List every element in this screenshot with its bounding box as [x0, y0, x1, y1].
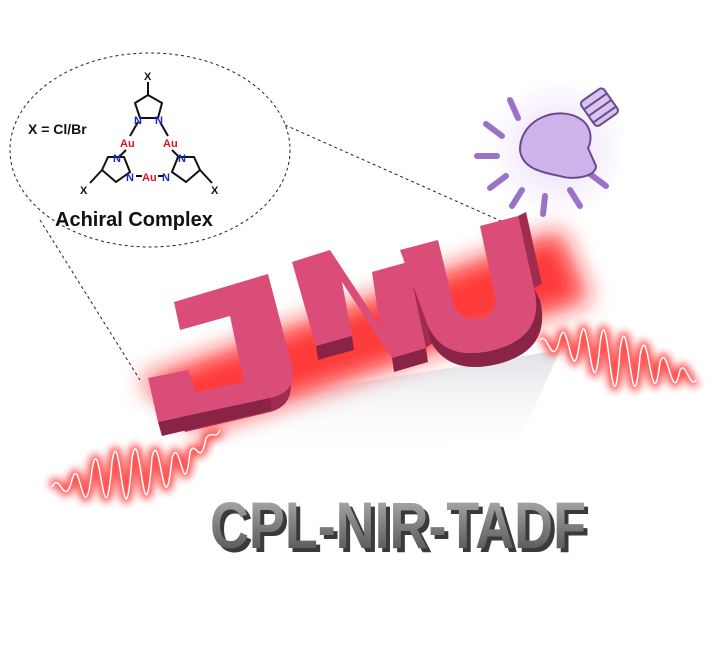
gold-bottom: Au — [142, 172, 157, 184]
bottom-title-group: CPL-NIR-TADF CPL-NIR-TADF — [210, 488, 590, 566]
nitrogen-top-left: N — [134, 115, 142, 127]
nitrogen-left-bottom: N — [126, 172, 134, 184]
gold-right: Au — [163, 138, 178, 150]
wave-right — [536, 324, 700, 391]
block-reflection — [190, 350, 560, 460]
formula-note: X = Cl/Br — [28, 121, 87, 137]
substituent-top: X — [144, 71, 152, 83]
atom-labels: X N N Au Au N N N Au N X X — [80, 71, 219, 197]
gold-left: Au — [120, 138, 135, 150]
substituent-right: X — [211, 185, 219, 197]
bottom-title: CPL-NIR-TADF — [210, 488, 586, 562]
jnu-logo — [148, 212, 543, 436]
nitrogen-right-bottom: N — [162, 172, 170, 184]
callout-lines — [39, 124, 511, 381]
nitrogen-right-top: N — [178, 153, 186, 165]
substituent-left: X — [80, 185, 88, 197]
molecule-structure — [89, 82, 213, 184]
inset-caption: Achiral Complex — [55, 209, 213, 231]
nitrogen-top-right: N — [155, 115, 163, 127]
light-bulb-icon — [474, 78, 628, 218]
nitrogen-left-top: N — [113, 153, 121, 165]
letter-u — [400, 212, 543, 367]
letter-j — [148, 274, 294, 436]
wave-left — [47, 427, 225, 504]
inset-ellipse — [9, 52, 291, 248]
bottom-title-shadow: CPL-NIR-TADF — [214, 492, 590, 566]
